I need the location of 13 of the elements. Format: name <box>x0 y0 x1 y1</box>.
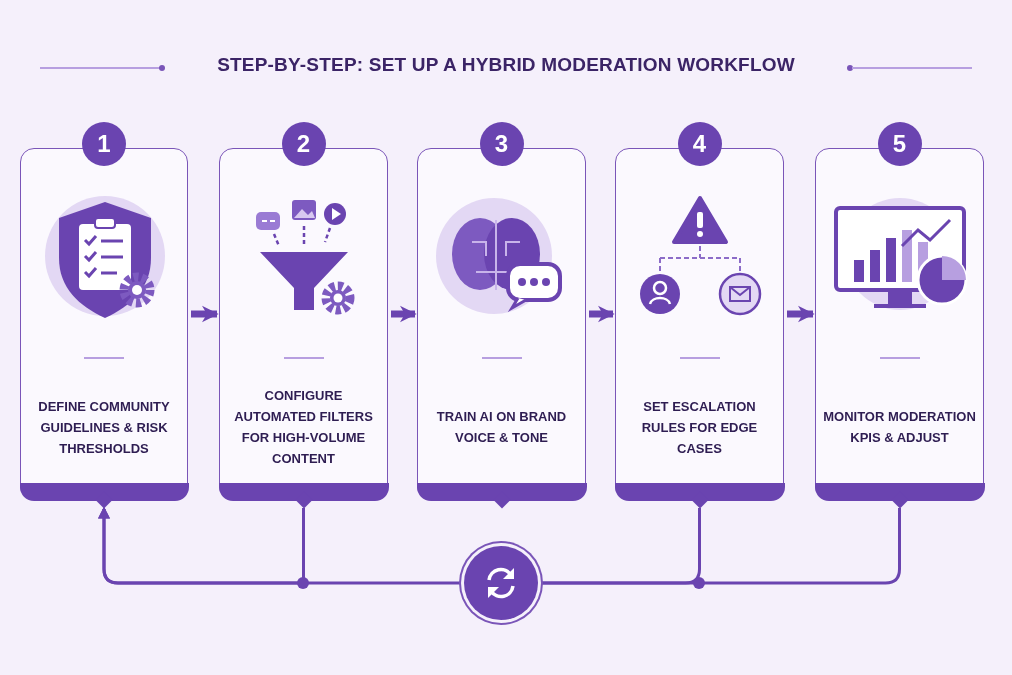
step-description: TRAIN AI ON BRAND VOICE & TONE <box>435 408 568 447</box>
step-description: DEFINE COMMUNITY GUIDELINES & RISK THRESHOLDS <box>37 397 171 458</box>
step-number: 4 <box>677 122 722 166</box>
step-number: 3 <box>479 122 524 166</box>
step-description: SET ESCALATION RULES FOR EDGE CASES <box>640 397 759 458</box>
diagram-title: STEP-BY-STEP: SET UP A HYBRID MODERATION WORKFLOW <box>216 54 796 76</box>
connector-line <box>98 506 305 585</box>
step-number: 2 <box>281 122 326 166</box>
step-number: 1 <box>82 122 126 166</box>
step-description: CONFIGURE AUTOMATED FILTERS FOR HIGH-VOLUME CONTENT <box>233 387 374 468</box>
connector-line <box>540 508 701 585</box>
step-description: MONITOR MODERATION KPIS & ADJUST <box>822 408 977 447</box>
step-number: 5 <box>877 122 922 166</box>
